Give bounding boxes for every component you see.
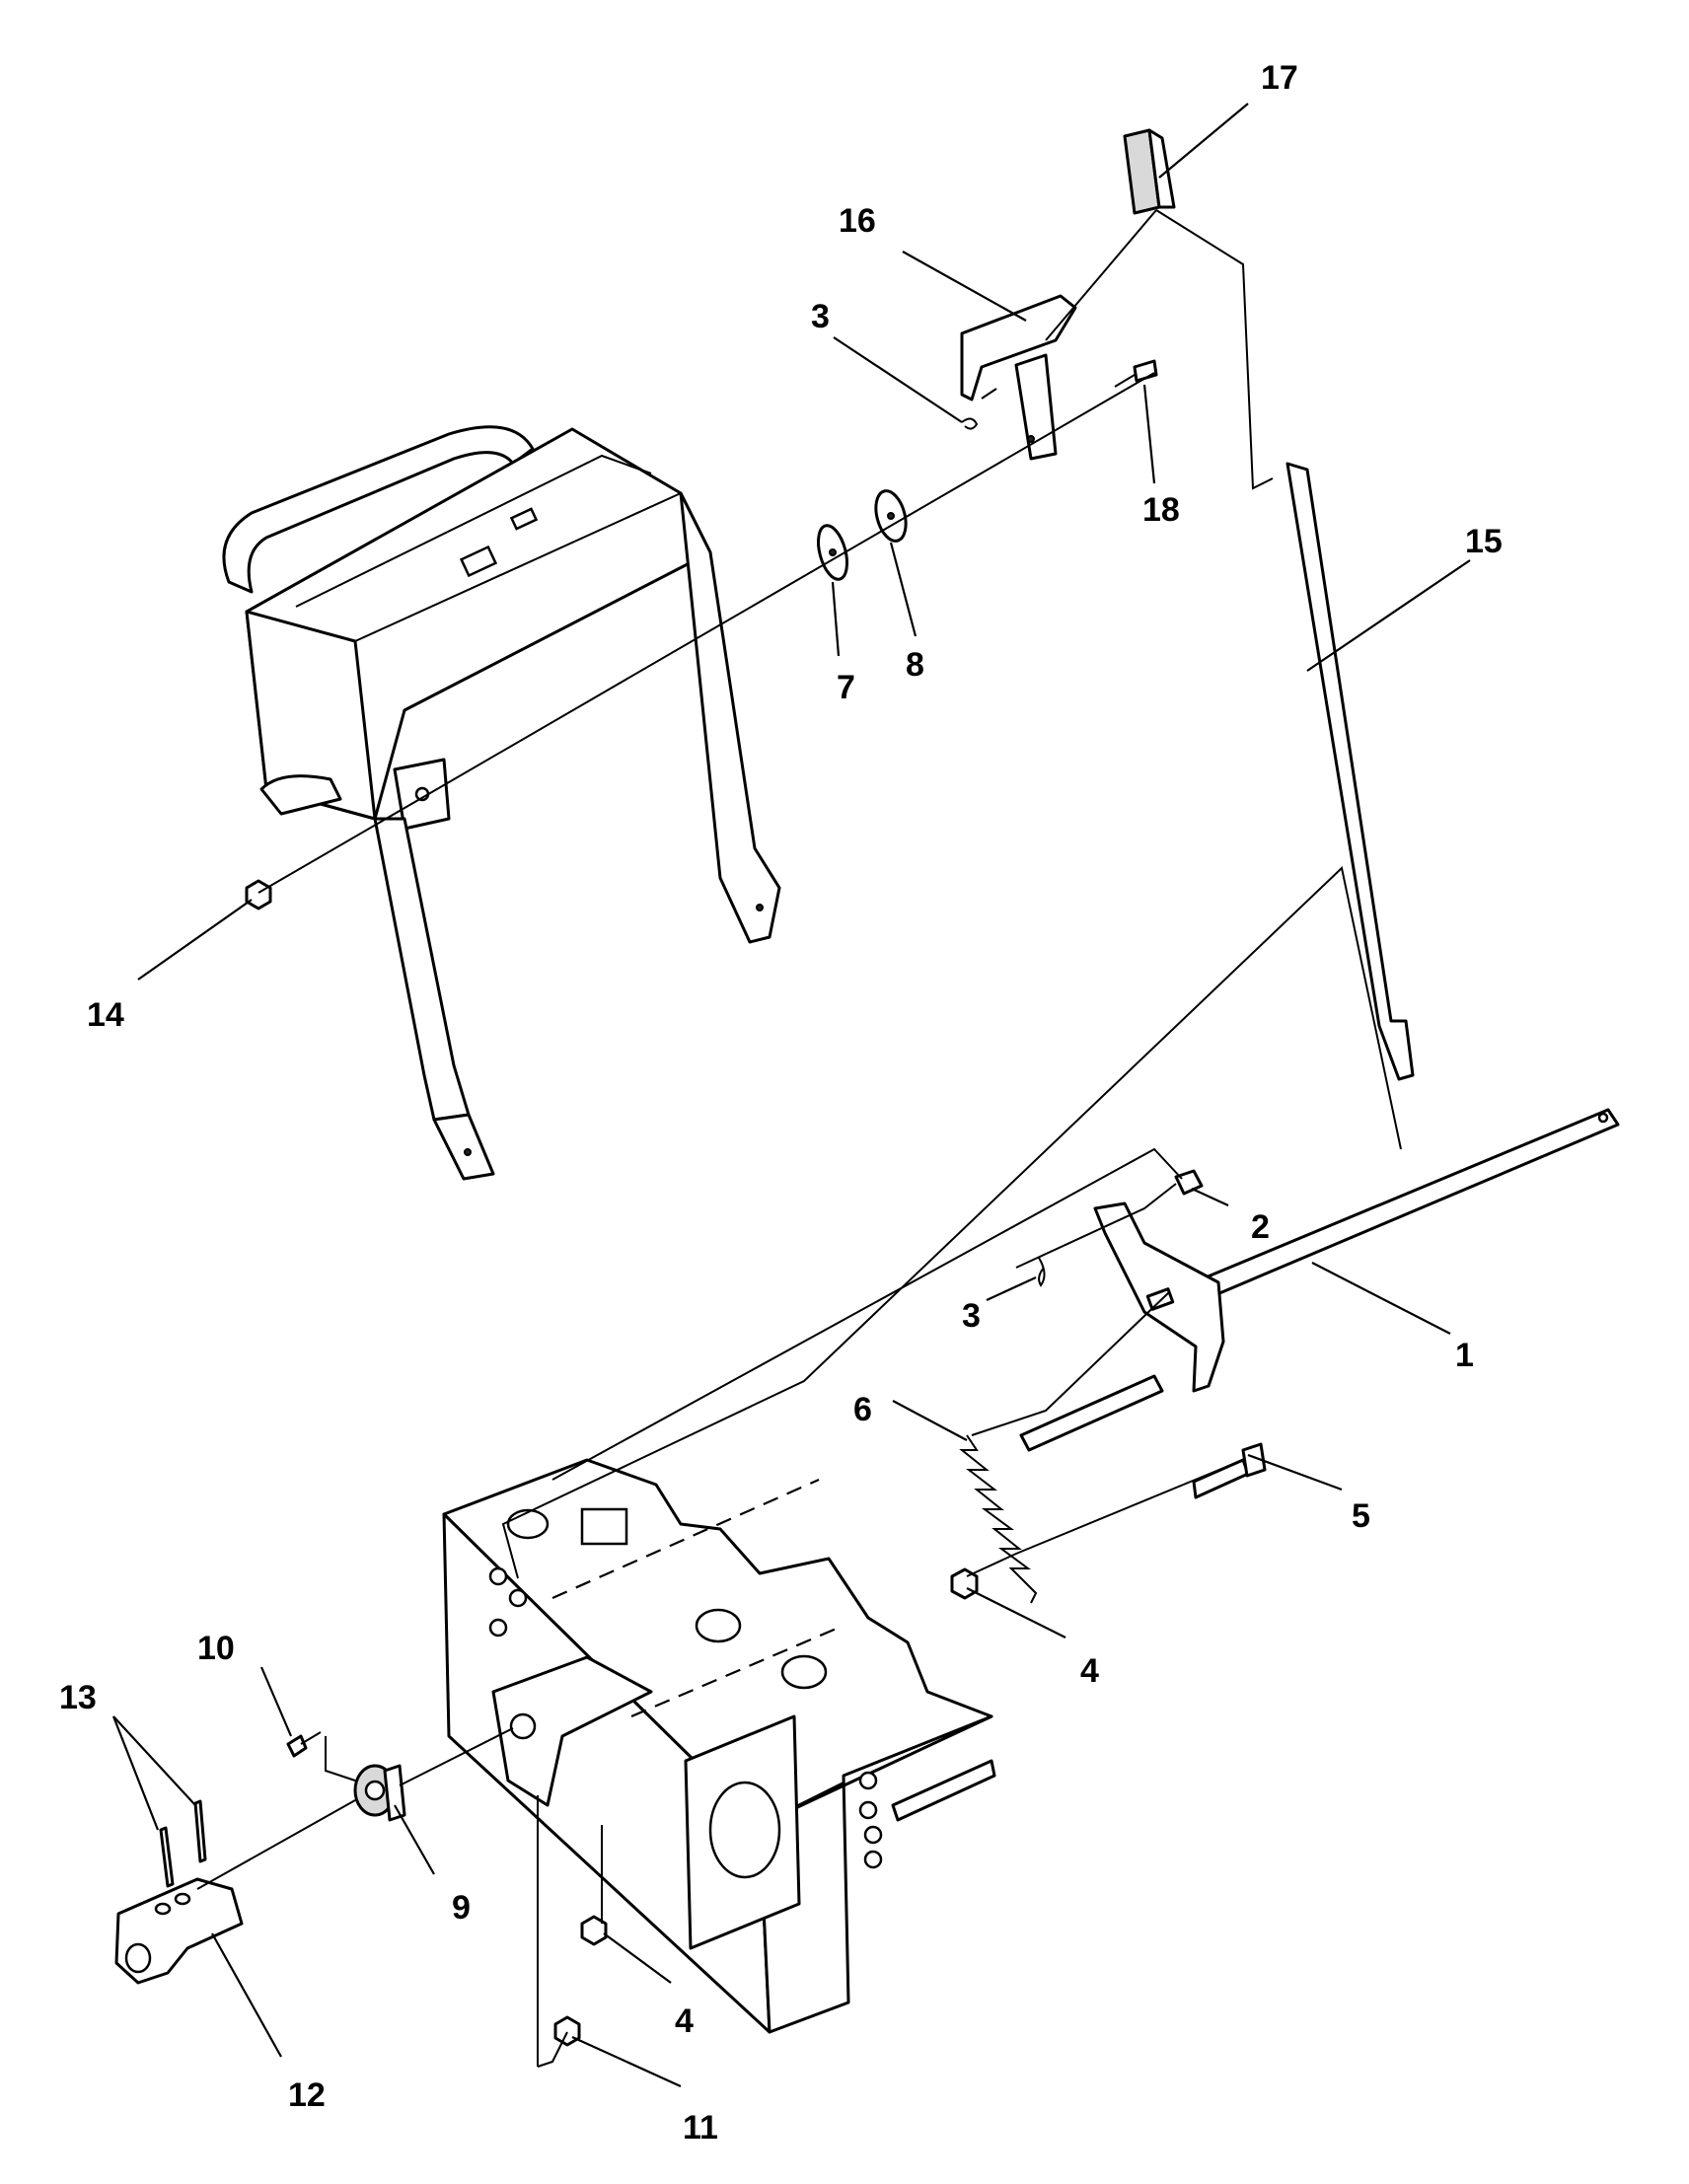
callout-2: 2 [1251,1208,1270,1246]
callout-18: 18 [1142,491,1180,529]
callout-10: 10 [197,1630,235,1667]
callout-1: 1 [1455,1337,1474,1374]
callout-17: 17 [1261,59,1298,97]
callout-5: 5 [1352,1497,1370,1535]
control-lever-parts [817,128,1415,1081]
callout-9: 9 [452,1889,471,1927]
callout-13: 13 [59,1679,97,1716]
callout-6: 6 [853,1391,872,1428]
callout-15: 15 [1465,523,1503,560]
callout-14: 14 [87,996,124,1034]
callout-7: 7 [837,669,855,706]
shaft-end-parts [114,1731,406,1985]
callout-3-lower: 3 [962,1297,981,1335]
callout-3-upper: 3 [811,298,830,335]
callout-labels: 17 16 3 18 15 7 8 14 2 3 1 6 5 4 10 13 9… [59,59,1503,2147]
control-shaft-parts [950,1108,1620,1604]
callout-16: 16 [839,202,876,240]
callout-12: 12 [288,2076,326,2114]
main-frame [442,1458,996,2047]
assembly-lines [196,209,1402,2068]
handle-console-assembly [222,425,781,1181]
callout-11: 11 [683,2109,718,2147]
callout-leaders [111,103,1471,2088]
callout-4-upper: 4 [1080,1652,1099,1690]
callout-4-lower: 4 [675,2002,694,2040]
callout-8: 8 [906,646,924,684]
